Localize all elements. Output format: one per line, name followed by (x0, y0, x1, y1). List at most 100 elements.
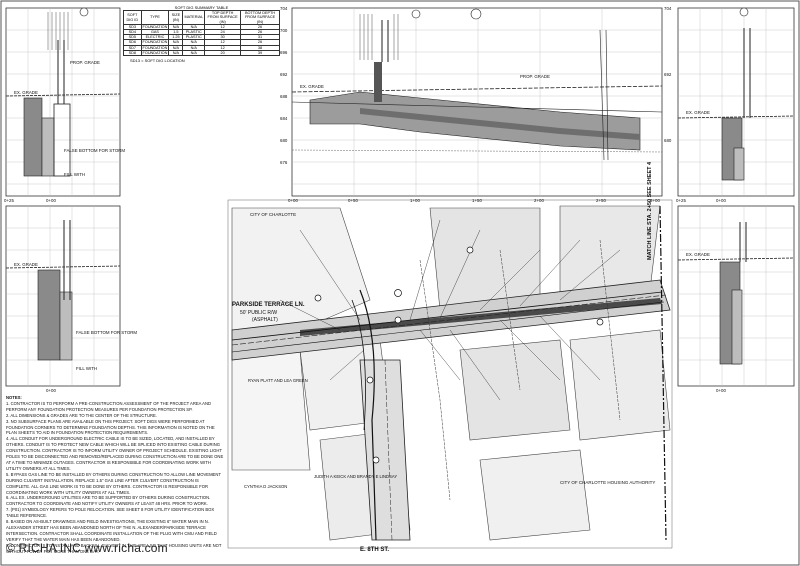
plan-view (227, 199, 673, 549)
table-cell: PLASTIC (182, 28, 206, 36)
table-cell: 26 (240, 39, 280, 46)
fill-with-label-2: FILL WITH (76, 366, 98, 371)
owner-label-lower-left: JUDITH A KEICK AND BRANDY E LINDSAY (314, 474, 398, 479)
station-label: 0+00 (288, 198, 298, 203)
ex-grade-label-main: EX. GRADE (300, 84, 324, 89)
note-item: 5. BYPASS GAS LINE TO BE INSTALLED BY OT… (6, 471, 221, 495)
elevation-label: 680 (280, 138, 288, 143)
table-cell: FOUNDATION (140, 39, 170, 46)
table-cell: N/A (168, 44, 184, 51)
elevation-label: 700 (280, 28, 288, 33)
elevation-label: 680 (664, 138, 672, 143)
station-label-right: 0+25 (676, 198, 686, 203)
soft-dig-summary-table: SOFT DIG SUMMARY TABLE SOFT DIG ID TYPE … (123, 5, 280, 57)
note-item: 3. NO SUBSURFACE PLANS ARE AVAILABLE ON … (6, 418, 215, 436)
table-header-row: SOFT DIG ID TYPE SIZE (IN) MATERIAL TOP … (123, 10, 280, 25)
table-cell: PLASTIC (182, 34, 206, 41)
table-header: SIZE (IN) (168, 10, 184, 25)
elevation-label: 684 (280, 116, 288, 121)
owner-label-lower-left-2: CYNTHIA D JACKSON (244, 484, 288, 489)
profile-top-right (677, 7, 795, 197)
note-item: 6. ALL EX. UNDERGROUND UTILITIES ARE TO … (6, 495, 211, 507)
station-label-right: 0+00 (716, 388, 726, 393)
ex-grade-label: EX. GRADE (14, 90, 38, 95)
table-cell: SD8 (123, 49, 142, 57)
table-cell: 1.5 (168, 28, 184, 36)
note-item: 1. CONTRACTOR IS TO PERFORM A PRE-CONSTR… (6, 400, 211, 412)
table-cell: FOUNDATION (140, 49, 170, 57)
profile-mid-right (677, 205, 795, 387)
match-line-label: MATCH LINE STA. 2+50 SEE SHEET 4 (647, 161, 653, 260)
station-label: 1+50 (472, 198, 482, 203)
table-header: BOTTOM DEPTH FROM SURFACE (IN) (240, 10, 280, 25)
table-cell: FOUNDATION (140, 44, 170, 51)
table-cell: 38 (240, 44, 280, 51)
station-label-left: 0+00 (46, 198, 56, 203)
ex-grade-label-right: EX. GRADE (686, 110, 710, 115)
station-label: 2+50 (596, 198, 606, 203)
table-cell: 26 (240, 23, 280, 31)
notes-list: 1. CONTRACTOR IS TO PERFORM A PRE-CONSTR… (6, 401, 224, 555)
prop-grade-label-main: PROP. GRADE (520, 74, 550, 79)
elevation-label: 692 (664, 72, 672, 77)
note-item: 4. ALL CONDUIT FOR UNDERGROUND ELECTRIC … (6, 436, 224, 471)
note-item: 7. (P01) SYMBOLOGY REFERS TO POLE RELOCA… (6, 507, 215, 519)
table-header: TOP DEPTH FROM SURFACE (IN) (204, 10, 242, 25)
table-cell: N/A (182, 49, 206, 57)
owner-label-bottom-right: CITY OF CHARLOTTE HOUSING AUTHORITY (560, 480, 656, 485)
copyright-text: © RICHA INC www.richa.com (6, 541, 168, 555)
table-cell: 31 (240, 34, 280, 41)
station-label: 0+50 (348, 198, 358, 203)
table-header: MATERIAL (182, 10, 206, 25)
street-name-label: PARKSIDE TERRACE LN. (232, 302, 305, 308)
table-header: TYPE (140, 10, 170, 25)
table-cell: N/A (168, 49, 184, 57)
owner-label-left: RYAN PLATT AND LEA GREEN (248, 378, 308, 383)
soft-dig-table-title: SOFT DIG SUMMARY TABLE (174, 5, 229, 10)
elevation-label: 696 (280, 50, 288, 55)
station-label: 3+00 (650, 198, 660, 203)
prop-grade-label: PROP. GRADE (70, 60, 100, 65)
street-surface-label: (ASPHALT) (252, 317, 278, 323)
note-item: 9. CONTRACTOR IS TO INSTALL AND BACKFILL… (6, 542, 222, 554)
elevation-label: 692 (280, 72, 288, 77)
station-label-left: 0+00 (46, 388, 56, 393)
elevation-label: 704 (280, 6, 288, 11)
elevation-label: 704 (664, 6, 672, 11)
cross-street-label: E. 8TH ST. (360, 547, 390, 553)
general-notes: NOTES: 1. CONTRACTOR IS TO PERFORM A PRE… (6, 395, 224, 554)
table-cell: 39 (240, 49, 280, 57)
table-cell: N/A (168, 39, 184, 46)
profile-mid-left (5, 205, 121, 387)
table-cell: 20 (204, 49, 242, 57)
false-bottom-label: FALSE BOTTOM FOR STORM (64, 148, 126, 153)
street-row-label: 50' PUBLIC R/W (240, 310, 278, 316)
table-cell: 26 (240, 28, 280, 36)
table-cell: 1.25 (168, 34, 184, 41)
owner-label-top: CITY OF CHARLOTTE (250, 212, 297, 217)
ex-grade-label-2: EX. GRADE (14, 262, 38, 267)
profile-top-left (5, 7, 121, 197)
table-cell: FOUNDATION (140, 23, 170, 31)
table-cell: N/A (168, 23, 184, 31)
table-header: SOFT DIG ID (123, 10, 142, 25)
note-item: 2. ALL DIMENSIONS & GRADES ARE TO THE CE… (6, 412, 158, 418)
soft-dig-legend: SD13 = SOFT DIG LOCATION (130, 58, 185, 63)
note-item: 8. BASED ON AS-BUILT DRAWINGS AND FIELD … (6, 519, 217, 542)
false-bottom-label-2: FALSE BOTTOM FOR STORM (76, 330, 138, 335)
station-label: 1+00 (410, 198, 420, 203)
elevation-label: 688 (280, 94, 288, 99)
station-label-right: 0+00 (716, 198, 726, 203)
ex-grade-label-right-2: EX. GRADE (686, 252, 710, 257)
profile-main (291, 7, 663, 197)
notes-heading: NOTES: (6, 395, 22, 400)
